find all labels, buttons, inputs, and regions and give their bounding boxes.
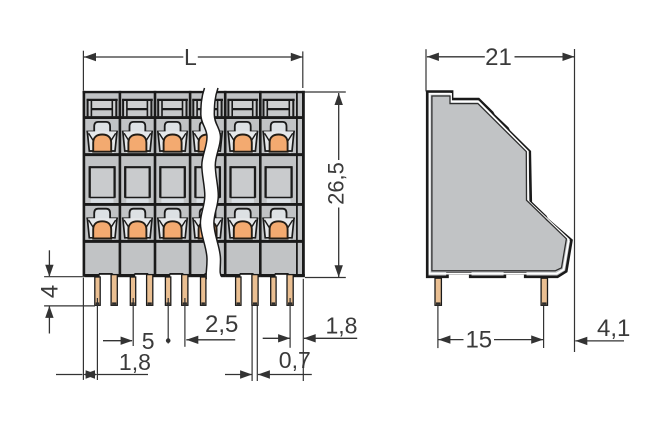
svg-text:2,5: 2,5	[205, 311, 238, 338]
svg-text:0,7: 0,7	[279, 347, 311, 373]
svg-text:1,8: 1,8	[119, 349, 151, 375]
svg-text:4: 4	[37, 285, 64, 298]
svg-text:L: L	[184, 44, 197, 70]
svg-text:15: 15	[465, 327, 492, 354]
svg-text:4,1: 4,1	[597, 315, 630, 342]
svg-text:5: 5	[142, 328, 155, 354]
svg-text:1,8: 1,8	[326, 313, 358, 339]
svg-text:21: 21	[485, 44, 512, 71]
svg-text:26,5: 26,5	[324, 162, 349, 205]
